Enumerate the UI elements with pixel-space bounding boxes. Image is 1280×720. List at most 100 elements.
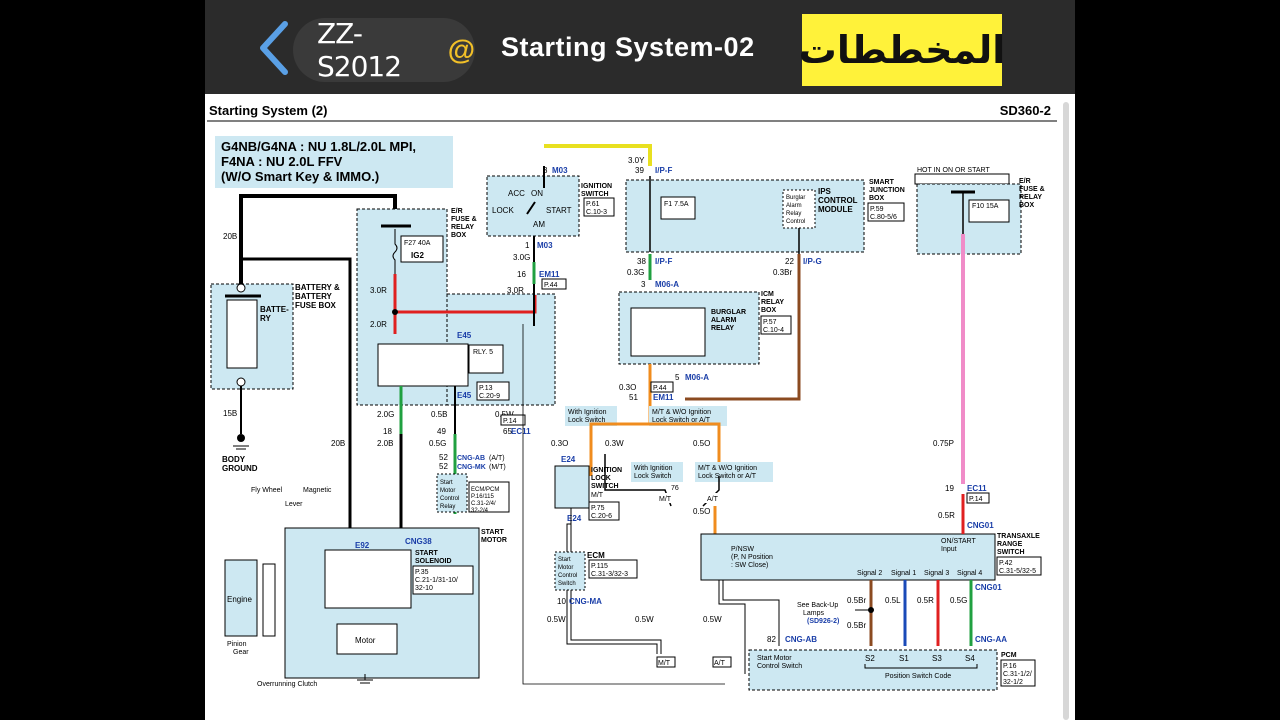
ign-lock-ref-2: C.20-6: [591, 513, 612, 520]
ips-2: CONTROL: [818, 196, 858, 205]
pin-5: 5: [675, 373, 680, 382]
conn-ipg: I/P-G: [803, 257, 822, 266]
overrunning-label: Overrunning Clutch: [257, 681, 317, 688]
er-ref-1: P.13: [479, 385, 493, 392]
pin-19: 19: [945, 484, 954, 493]
wire-30y: 3.0Y: [628, 156, 645, 165]
pin-3a: 3: [543, 166, 548, 175]
sjb-label-3: BOX: [869, 195, 885, 202]
icm-ref-1: P.57: [763, 319, 777, 326]
er2-label-4: BOX: [1019, 202, 1035, 209]
see-backup-2: Lamps: [803, 610, 825, 617]
conn-cngab-2: CNG-AB: [785, 635, 817, 644]
mt-wo2-2: Lock Switch or A/T: [698, 473, 757, 480]
conn-m06a: M06-A: [655, 280, 679, 289]
sjb-label-1: SMART: [869, 179, 895, 186]
conn-e24: E24: [561, 455, 576, 464]
onstart-1: ON/START: [941, 538, 976, 545]
wire-05r: 0.5R: [938, 511, 955, 520]
icm-label-3: BOX: [761, 307, 777, 314]
wire-03g: 0.3G: [627, 268, 644, 277]
at-symbol: @: [447, 34, 475, 65]
wire-05l: 0.5L: [885, 596, 901, 605]
er-fuse-label-1: E/R: [451, 208, 463, 215]
conn-e45: E45: [457, 331, 472, 340]
engine-line-1: G4NB/G4NA : NU 1.8L/2.0L MPI,: [221, 139, 416, 154]
battery-cell-2: RY: [260, 314, 271, 323]
wire-30g: 3.0G: [513, 253, 530, 262]
battery-label-3: FUSE BOX: [295, 301, 337, 310]
conn-cngaa: CNG-AA: [975, 635, 1007, 644]
solenoid-5: 32-10: [415, 585, 433, 592]
conn-cng01: CNG01: [967, 521, 994, 530]
ref-p14-b: P.14: [969, 496, 983, 503]
tr-sw-1: TRANSAXLE: [997, 533, 1040, 540]
fuse-f10: F10 15A: [972, 203, 999, 210]
wire-15b: 15B: [223, 409, 237, 418]
conn-em11: EM11: [539, 270, 560, 279]
wire-05r-2: 0.5R: [917, 596, 934, 605]
signal-4: Signal 4: [957, 570, 982, 577]
with-ign-1: With Ignition: [568, 409, 607, 416]
chevron-left-icon[interactable]: [255, 20, 295, 76]
wire-20b-motor: 20B: [331, 439, 345, 448]
ecm-3: C.31-3/32-3: [591, 571, 628, 578]
ecmpcm-1: ECM/PCM: [471, 487, 499, 493]
user-chip[interactable]: ZZ-S2012 @: [293, 17, 475, 83]
tr-sw-4: P.42: [999, 560, 1013, 567]
ign-lock-1: IGNITION: [591, 467, 622, 474]
battery-label-2: BATTERY: [295, 292, 333, 301]
scrollbar[interactable]: [1063, 102, 1069, 720]
er-fuse-label-4: BOX: [451, 232, 467, 239]
ref-p44-b: P.44: [653, 385, 667, 392]
pin-65: 65: [503, 427, 512, 436]
pos-start: START: [546, 206, 572, 215]
pos-acc: ACC: [508, 189, 525, 198]
solenoid-3: P.35: [415, 569, 429, 576]
pcm-4: 32-1/2: [1003, 679, 1023, 686]
wire-05w-c: 0.5W: [703, 615, 722, 624]
ign-sw-label-2: SWITCH: [581, 191, 609, 198]
pos-s4: S4: [965, 654, 975, 663]
pinion-1: Pinion: [227, 641, 247, 648]
start-motor-2: MOTOR: [481, 537, 507, 544]
pin-51: 51: [629, 393, 638, 402]
cngmk-mt: (M/T): [489, 464, 506, 471]
smcs-3: Control: [558, 573, 577, 579]
ips-3: MODULE: [818, 205, 853, 214]
pin-82: 82: [767, 635, 776, 644]
pin-49: 49: [437, 427, 446, 436]
pos-s3: S3: [932, 654, 942, 663]
battery-cell-1: BATTE-: [260, 305, 289, 314]
mt-wo-2: Lock Switch or A/T: [652, 417, 711, 424]
ips-1: IPS: [818, 187, 832, 196]
smcr-1: Start: [440, 480, 453, 486]
pcm-3: C.31-1/2/: [1003, 671, 1032, 678]
icm-label-1: ICM: [761, 291, 774, 298]
ecmpcm-4: 32-2/4: [471, 508, 489, 514]
page-title: Starting System-02: [501, 32, 755, 62]
solenoid-1: START: [415, 550, 439, 557]
mt-wo-1: M/T & W/O Ignition: [652, 409, 711, 416]
motor-label: Motor: [355, 636, 376, 645]
er2-label-1: E/R: [1019, 178, 1031, 185]
pin-76: 76: [671, 485, 679, 492]
engine-label: Engine: [227, 595, 252, 604]
smcs-2: Motor: [558, 565, 573, 571]
pos-s2: S2: [865, 654, 875, 663]
pin-52a: 52: [439, 453, 448, 462]
wire-075p: 0.75P: [933, 439, 954, 448]
conn-e45-b: E45: [457, 391, 472, 400]
ecmpcm-2: P.16/115: [471, 494, 494, 500]
er-ref-2: C.20-9: [479, 393, 500, 400]
wire-30r-a: 3.0R: [370, 286, 387, 295]
pin-16: 16: [517, 270, 526, 279]
conn-cngab: CNG-AB: [457, 455, 485, 462]
conn-m03-b: M03: [537, 241, 553, 250]
body-ground-1: BODY: [222, 455, 246, 464]
diagrams-badge[interactable]: المخططات: [799, 14, 1005, 86]
lever-label: Lever: [285, 501, 303, 508]
body-ground-2: GROUND: [222, 464, 258, 473]
pin-38: 38: [637, 257, 646, 266]
battery-label-1: BATTERY &: [295, 283, 340, 292]
